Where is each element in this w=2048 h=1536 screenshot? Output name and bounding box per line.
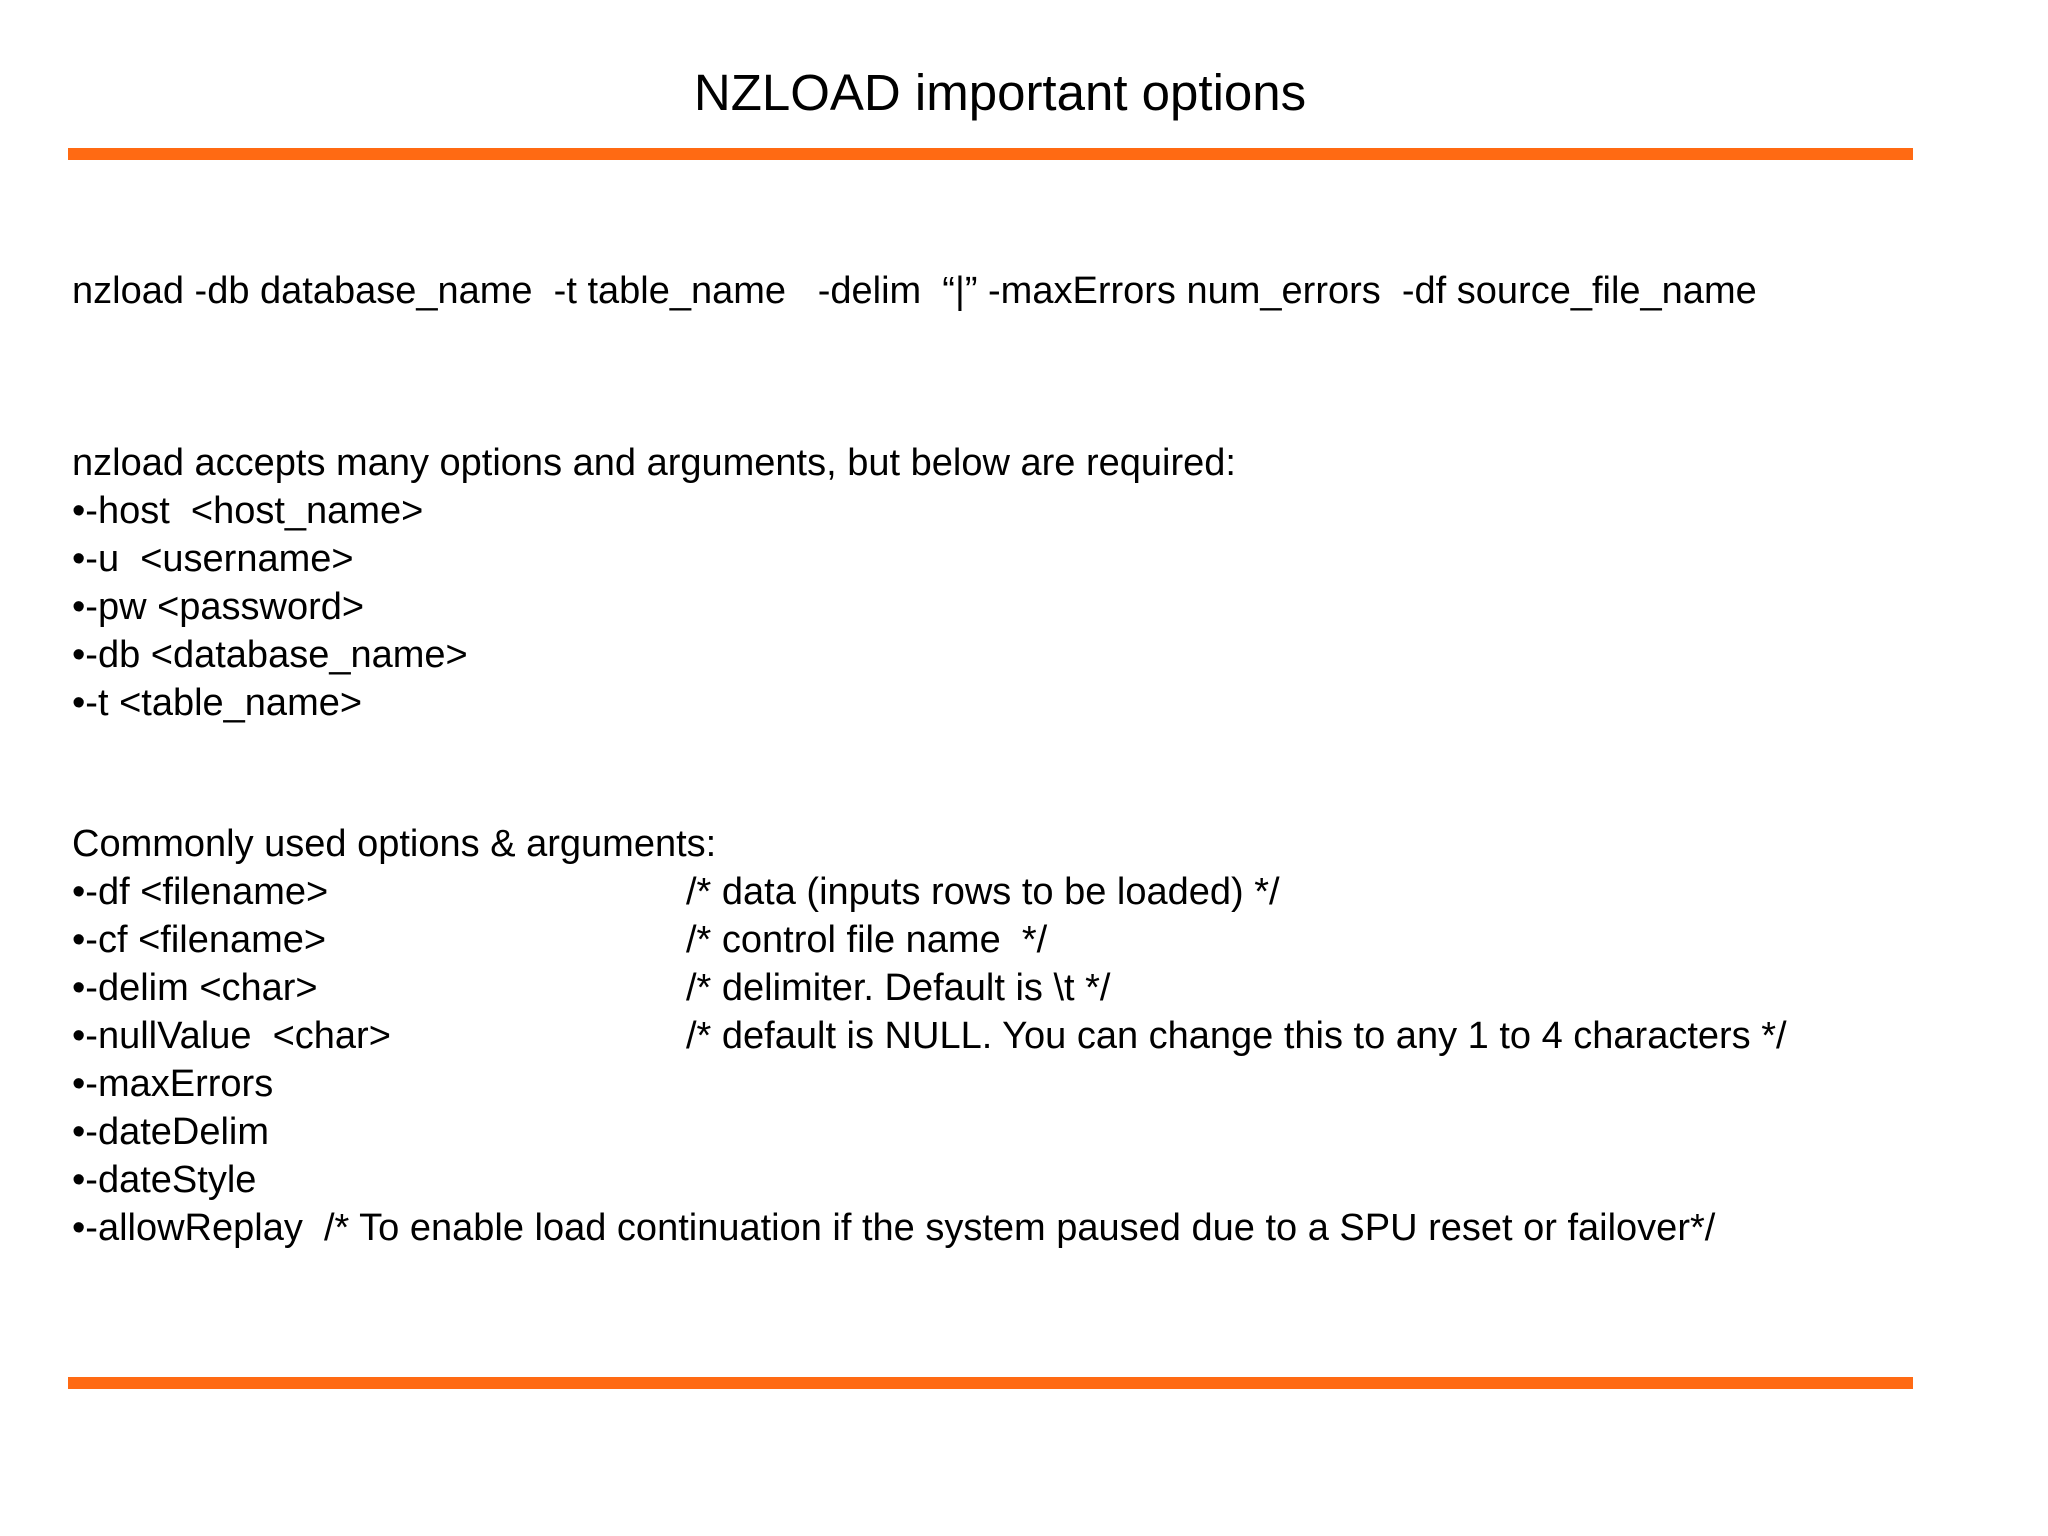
common-option: •-nullValue <char> — [72, 1015, 391, 1057]
required-item: •-db <database_name> — [72, 634, 468, 676]
required-item: •-t <table_name> — [72, 682, 363, 724]
common-option-comment: /* control file name */ — [686, 919, 1048, 961]
common-option: •-cf <filename> — [72, 919, 327, 961]
common-option: •-dateStyle — [72, 1159, 257, 1201]
common-option: •-df <filename> — [72, 871, 329, 913]
common-option-comment: /* data (inputs rows to be loaded) */ — [686, 871, 1280, 913]
common-option: •-delim <char> — [72, 967, 318, 1009]
command-example: nzload -db database_name -t table_name -… — [72, 270, 1757, 312]
common-option: •-allowReplay /* To enable load continua… — [72, 1207, 1716, 1249]
required-heading: nzload accepts many options and argument… — [72, 442, 1236, 484]
top-divider — [68, 148, 1913, 160]
required-item: •-pw <password> — [72, 586, 365, 628]
required-item: •-u <username> — [72, 538, 354, 580]
common-option-comment: /* delimiter. Default is \t */ — [686, 967, 1111, 1009]
common-heading: Commonly used options & arguments: — [72, 823, 717, 865]
slide-title: NZLOAD important options — [693, 64, 1307, 121]
common-option: •-maxErrors — [72, 1063, 274, 1105]
common-option-comment: /* default is NULL. You can change this … — [686, 1015, 1787, 1057]
required-item: •-host <host_name> — [72, 490, 424, 532]
bottom-divider — [68, 1377, 1913, 1389]
common-option: •-dateDelim — [72, 1111, 270, 1153]
